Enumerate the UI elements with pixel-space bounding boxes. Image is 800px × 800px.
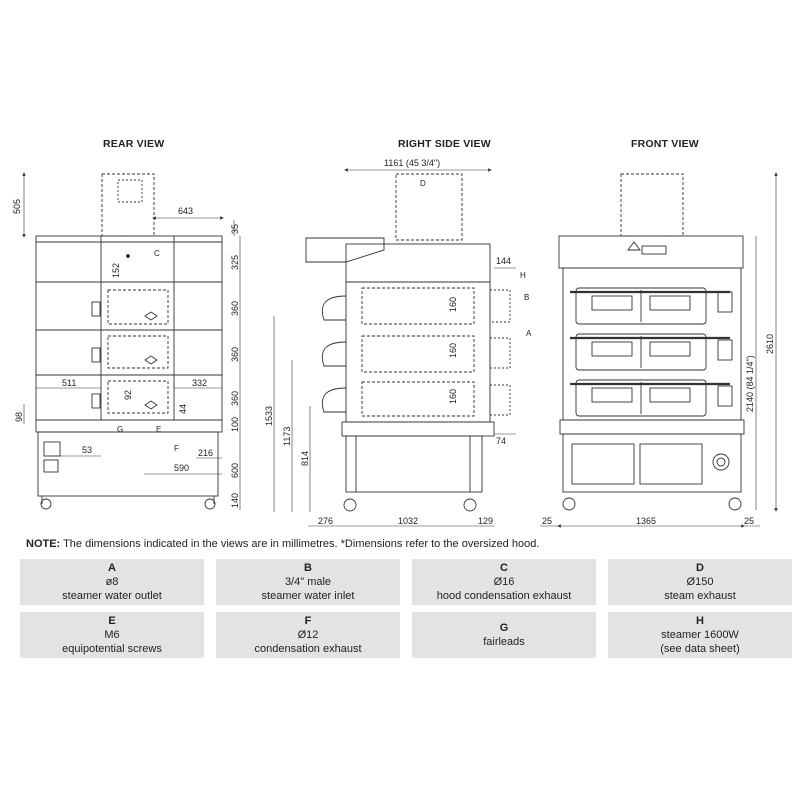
- dim-140: 140: [230, 493, 240, 508]
- dim-53: 53: [82, 445, 92, 455]
- legend-key: B: [304, 562, 312, 574]
- legend-cell-d: D Ø150 steam exhaust: [608, 559, 792, 605]
- legend-value: M6: [104, 629, 120, 641]
- side-body: [345, 243, 491, 423]
- dim-98: 98: [14, 412, 24, 422]
- label-e: E: [156, 425, 161, 434]
- dim-590: 590: [174, 463, 189, 473]
- legend-key: E: [108, 615, 116, 627]
- dim-1032: 1032: [398, 516, 418, 526]
- legend-cell-e: E M6 equipotential screws: [20, 612, 204, 658]
- legend-key: D: [696, 562, 704, 574]
- dim-144: 144: [496, 256, 511, 266]
- front-hood: [620, 173, 684, 237]
- front-view-title: FRONT VIEW: [631, 138, 699, 150]
- dim-1365: 1365: [636, 516, 656, 526]
- legend-key: G: [499, 622, 509, 634]
- dim-160-bot: 160: [448, 389, 458, 404]
- legend-key: C: [500, 562, 508, 574]
- dim-276: 276: [318, 516, 333, 526]
- dim-1161: 1161 (45 3/4"): [384, 158, 440, 168]
- dim-360-bot: 360: [230, 391, 240, 406]
- note-text: The dimensions indicated in the views ar…: [60, 538, 540, 550]
- rear-view-drawing: [35, 173, 223, 510]
- legend-value: 3/4" male: [284, 576, 332, 588]
- dim-44: 44: [178, 404, 188, 414]
- legend-value: Ø150: [686, 576, 714, 588]
- dim-332: 332: [192, 378, 207, 388]
- legend-cell-c: C Ø16 hood condensation exhaust: [412, 559, 596, 605]
- front-stand: [562, 433, 742, 493]
- dim-2610: 2610: [765, 334, 775, 354]
- dim-152: 152: [111, 263, 121, 278]
- legend-value: steamer 1600W: [661, 629, 739, 641]
- side-hood: [395, 173, 463, 241]
- dim-160-top: 160: [448, 297, 458, 312]
- technical-drawing: 505 643 35 325 360 360 360 100 600 140 1…: [12, 158, 778, 528]
- dim-1173: 1173: [282, 427, 292, 446]
- dim-505: 505: [12, 199, 22, 214]
- dim-129: 129: [478, 516, 493, 526]
- dim-25-left: 25: [542, 516, 552, 526]
- legend-key: A: [108, 562, 116, 574]
- side-view-title: RIGHT SIDE VIEW: [398, 138, 491, 150]
- label-g: G: [117, 425, 123, 434]
- label-h: H: [520, 271, 526, 280]
- legend-desc: steamer water inlet: [261, 590, 355, 602]
- legend-key: F: [304, 615, 312, 627]
- legend-desc: steamer water outlet: [62, 590, 162, 602]
- dim-100: 100: [230, 417, 240, 432]
- label-b: B: [524, 293, 529, 302]
- dim-216: 216: [198, 448, 213, 458]
- dim-360-mid: 360: [230, 347, 240, 362]
- dim-325: 325: [230, 255, 240, 270]
- legend-desc: steam exhaust: [664, 590, 736, 602]
- dim-160-mid: 160: [448, 343, 458, 358]
- legend-value: ø8: [105, 576, 119, 588]
- dim-35: 35: [230, 224, 240, 234]
- dim-360-top: 360: [230, 301, 240, 316]
- label-a: A: [526, 329, 532, 338]
- label-c-rear: C: [154, 249, 160, 258]
- legend-cell-b: B 3/4" male steamer water inlet: [216, 559, 400, 605]
- legend-desc: condensation exhaust: [254, 643, 362, 655]
- legend-desc: (see data sheet): [660, 643, 740, 655]
- dim-643: 643: [178, 206, 193, 216]
- side-view-drawing: [305, 173, 511, 512]
- rear-decks: [35, 281, 223, 421]
- label-f: F: [174, 444, 179, 453]
- legend-value: Ø16: [493, 576, 515, 588]
- dim-74: 74: [496, 436, 506, 446]
- dim-1533: 1533: [264, 406, 274, 426]
- legend-value: Ø12: [297, 629, 319, 641]
- front-view-drawing: [558, 173, 745, 511]
- dim-814: 814: [300, 451, 310, 466]
- label-d: D: [420, 179, 426, 188]
- rear-stand: [37, 431, 219, 497]
- legend-desc: equipotential screws: [62, 643, 162, 655]
- rear-hood: [101, 173, 155, 237]
- dimensions-note: NOTE: The dimensions indicated in the vi…: [26, 538, 539, 550]
- dim-511: 511: [62, 378, 76, 388]
- legend-cell-f: F Ø12 condensation exhaust: [216, 612, 400, 658]
- front-decks: [570, 287, 733, 417]
- legend-key: H: [696, 615, 704, 627]
- dim-25-right: 25: [744, 516, 754, 526]
- legend-desc: hood condensation exhaust: [436, 590, 572, 602]
- rear-view-title: REAR VIEW: [103, 138, 165, 150]
- front-body: [562, 267, 742, 421]
- dim-92: 92: [123, 390, 133, 400]
- legend-desc: fairleads: [483, 636, 525, 648]
- note-label: NOTE:: [26, 538, 61, 550]
- dim-2140: 2140 (84 1/4"): [745, 355, 755, 412]
- dim-600: 600: [230, 463, 240, 478]
- side-stand: [345, 435, 483, 493]
